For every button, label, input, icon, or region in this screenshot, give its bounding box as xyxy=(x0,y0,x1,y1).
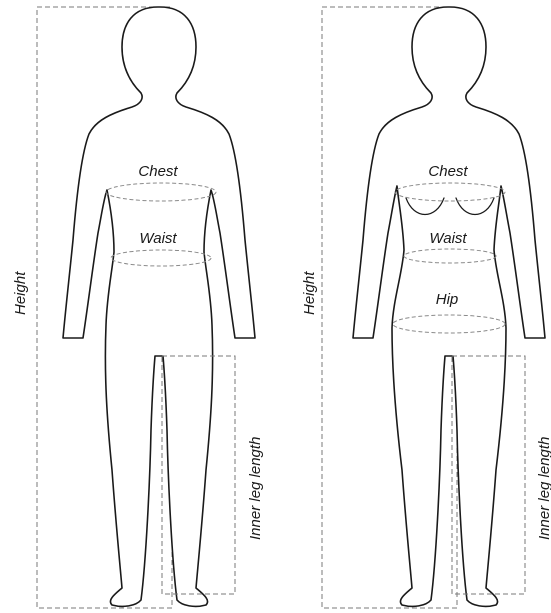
female-height-label: Height xyxy=(301,271,318,315)
male-waist-label: Waist xyxy=(139,230,177,247)
female-waist-label: Waist xyxy=(429,230,467,247)
female-inner-leg-label: Inner leg length xyxy=(536,437,551,540)
female-figure: Chest Waist Hip Height Inner leg length xyxy=(301,7,551,608)
female-hip-label: Hip xyxy=(436,291,459,308)
male-inner-leg-label: Inner leg length xyxy=(247,437,264,540)
male-silhouette xyxy=(63,7,255,606)
female-chest-label: Chest xyxy=(428,163,468,180)
male-figure: Chest Waist Height Inner leg length xyxy=(12,7,264,608)
male-height-label: Height xyxy=(12,271,29,315)
male-chest-label: Chest xyxy=(138,163,178,180)
